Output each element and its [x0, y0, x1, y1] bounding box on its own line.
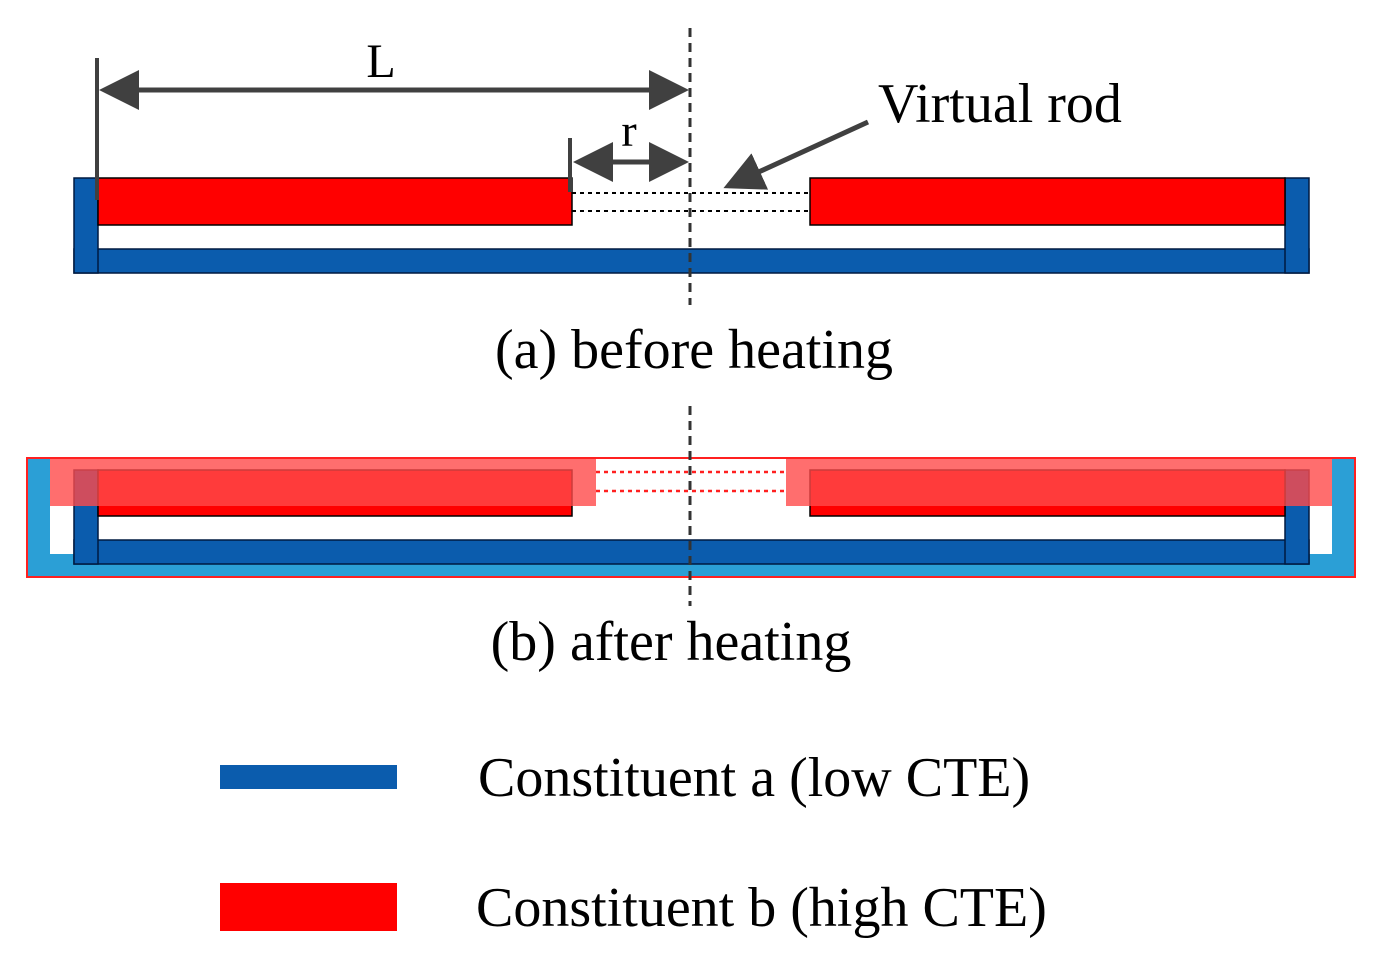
panel-after-heating: (b) after heating [26, 406, 1356, 673]
blue-right-post-before [1284, 177, 1310, 274]
heated-blue-right-post [1332, 458, 1355, 577]
caption-before-heating: (a) before heating [495, 319, 893, 381]
legend-label-constituent-a: Constituent a (low CTE) [478, 747, 1030, 809]
dim-r-label: r [621, 105, 636, 156]
legend-swatch-constituent-a [220, 765, 397, 789]
heated-red-right-rod [786, 458, 1332, 506]
legend-label-constituent-b: Constituent b (high CTE) [476, 877, 1047, 939]
legend-swatch-constituent-b [220, 883, 397, 931]
caption-after-heating: (b) after heating [491, 611, 852, 673]
virtual-rod-label: Virtual rod [878, 73, 1122, 135]
dim-L-label: L [366, 35, 395, 88]
heated-red-left-rod [50, 458, 596, 506]
legend: Constituent a (low CTE) Constituent b (h… [220, 747, 1047, 939]
red-left-rod-before [97, 177, 573, 226]
heated-blue-left-post [27, 458, 50, 577]
blue-left-post-before [73, 177, 99, 274]
panel-before-heating: L r Virtual rod (a) before heating [73, 28, 1310, 381]
red-right-rod-before [809, 177, 1286, 226]
virtual-rod-pointer-arrow [723, 119, 870, 190]
